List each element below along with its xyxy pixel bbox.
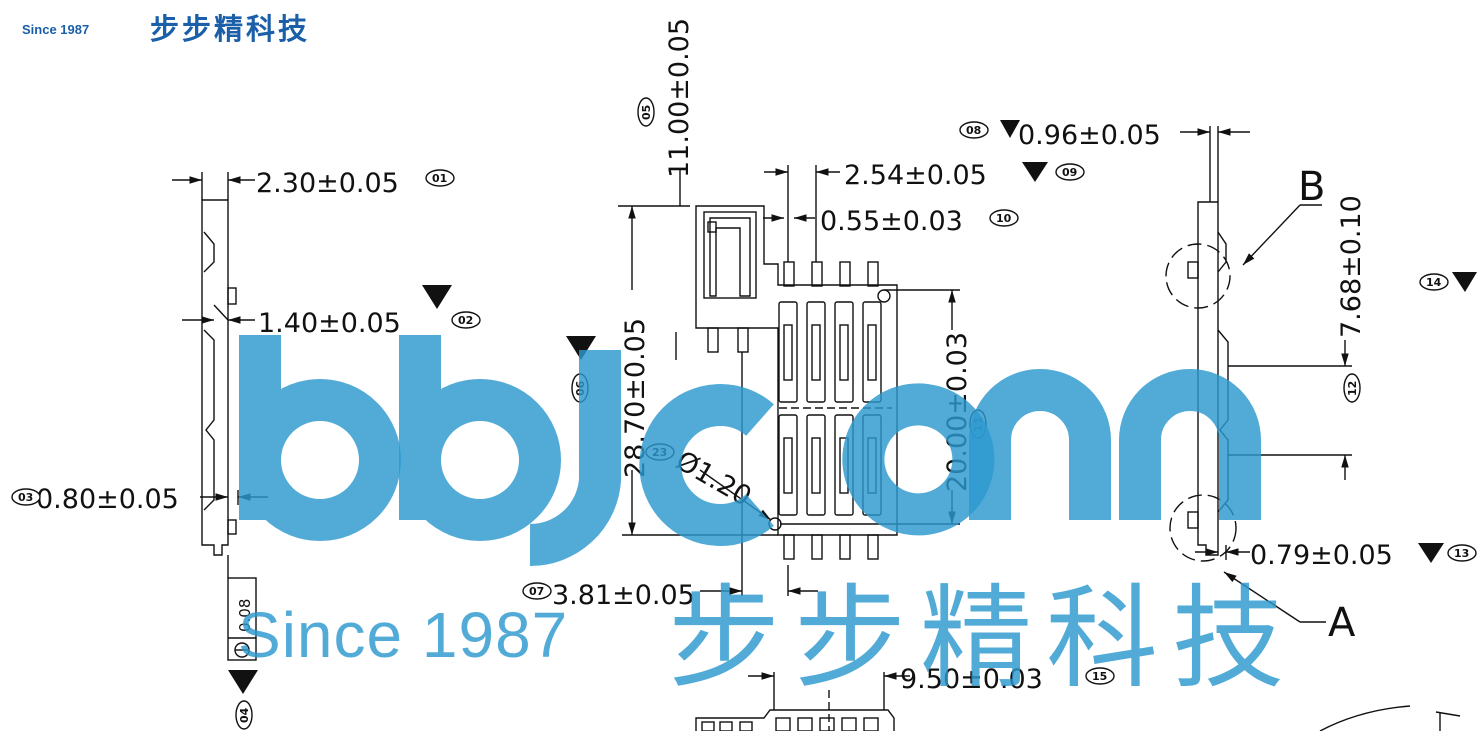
critical-dimension-triangle-icon — [422, 285, 452, 309]
balloon-13: 13 — [1447, 544, 1477, 562]
svg-text:01: 01 — [432, 172, 447, 185]
svg-text:13: 13 — [1454, 547, 1469, 560]
svg-text:09: 09 — [1062, 166, 1077, 179]
watermark-since: Since 1987 — [238, 599, 569, 671]
balloon-01: 01 — [425, 169, 455, 187]
center-top-view — [618, 165, 960, 731]
view-label-b: B — [1298, 164, 1325, 210]
balloon-14: 14 — [1419, 273, 1449, 291]
critical-dimension-triangle-icon — [228, 670, 258, 694]
critical-dimension-triangle-icon — [1418, 543, 1444, 563]
watermark-name-cn: 步步精科技 — [668, 574, 1298, 704]
dim-07-text: 3.81±0.05 — [552, 580, 695, 611]
svg-text:12: 12 — [1346, 381, 1359, 396]
dim-02-text: 1.40±0.05 — [258, 308, 401, 339]
critical-dimension-triangle-icon — [1022, 162, 1048, 182]
svg-text:14: 14 — [1426, 276, 1442, 289]
watermark-logo-icon — [239, 335, 1261, 567]
balloon-09: 09 — [1055, 163, 1085, 181]
svg-text:15: 15 — [1092, 670, 1107, 683]
view-label-a: A — [1328, 600, 1356, 646]
balloon-12: 12 — [1343, 373, 1361, 403]
bottom-pins — [783, 534, 879, 560]
svg-text:07: 07 — [529, 585, 544, 598]
critical-dimension-triangle-icon — [566, 336, 596, 360]
balloon-10: 10 — [989, 209, 1019, 227]
dim-09-text: 2.54±0.05 — [844, 160, 987, 191]
balloon-04: 04 — [235, 700, 253, 730]
balloon-03: 03 — [11, 488, 41, 506]
svg-text:10: 10 — [996, 212, 1012, 225]
dim-05-text: 11.00±0.05 — [664, 18, 695, 178]
balloon-05: 05 — [637, 97, 655, 127]
brand-since: Since 1987 — [22, 22, 90, 37]
top-pins — [783, 261, 879, 287]
svg-text:04: 04 — [238, 707, 251, 723]
dim-01-text: 2.30±0.05 — [256, 168, 399, 199]
balloon-15: 15 — [1085, 667, 1115, 685]
critical-dimension-triangle-icon — [1452, 272, 1477, 292]
svg-text:05: 05 — [640, 105, 653, 120]
svg-text:03: 03 — [18, 491, 33, 504]
dim-15-text: 9.50±0.03 — [900, 664, 1043, 695]
dim-08-text: 0.96±0.05 — [1018, 120, 1161, 151]
dim-03-text: 0.80±0.05 — [36, 484, 179, 515]
balloon-07: 07 — [522, 582, 552, 600]
svg-text:02: 02 — [458, 314, 473, 327]
svg-text:08: 08 — [966, 124, 981, 137]
dim-10-text: 0.55±0.03 — [820, 206, 963, 237]
dim-12-text: 7.68±0.10 — [1336, 195, 1367, 338]
balloon-08: 08 — [959, 121, 989, 139]
dim-04-text: 0.08 — [236, 599, 254, 632]
dim-13-text: 0.79±0.05 — [1250, 540, 1393, 571]
critical-dimension-triangle-icon — [1000, 120, 1020, 138]
balloon-02: 02 — [451, 311, 481, 329]
switch-pins — [707, 327, 749, 353]
brand-name-cn: 步步精科技 — [150, 12, 311, 46]
